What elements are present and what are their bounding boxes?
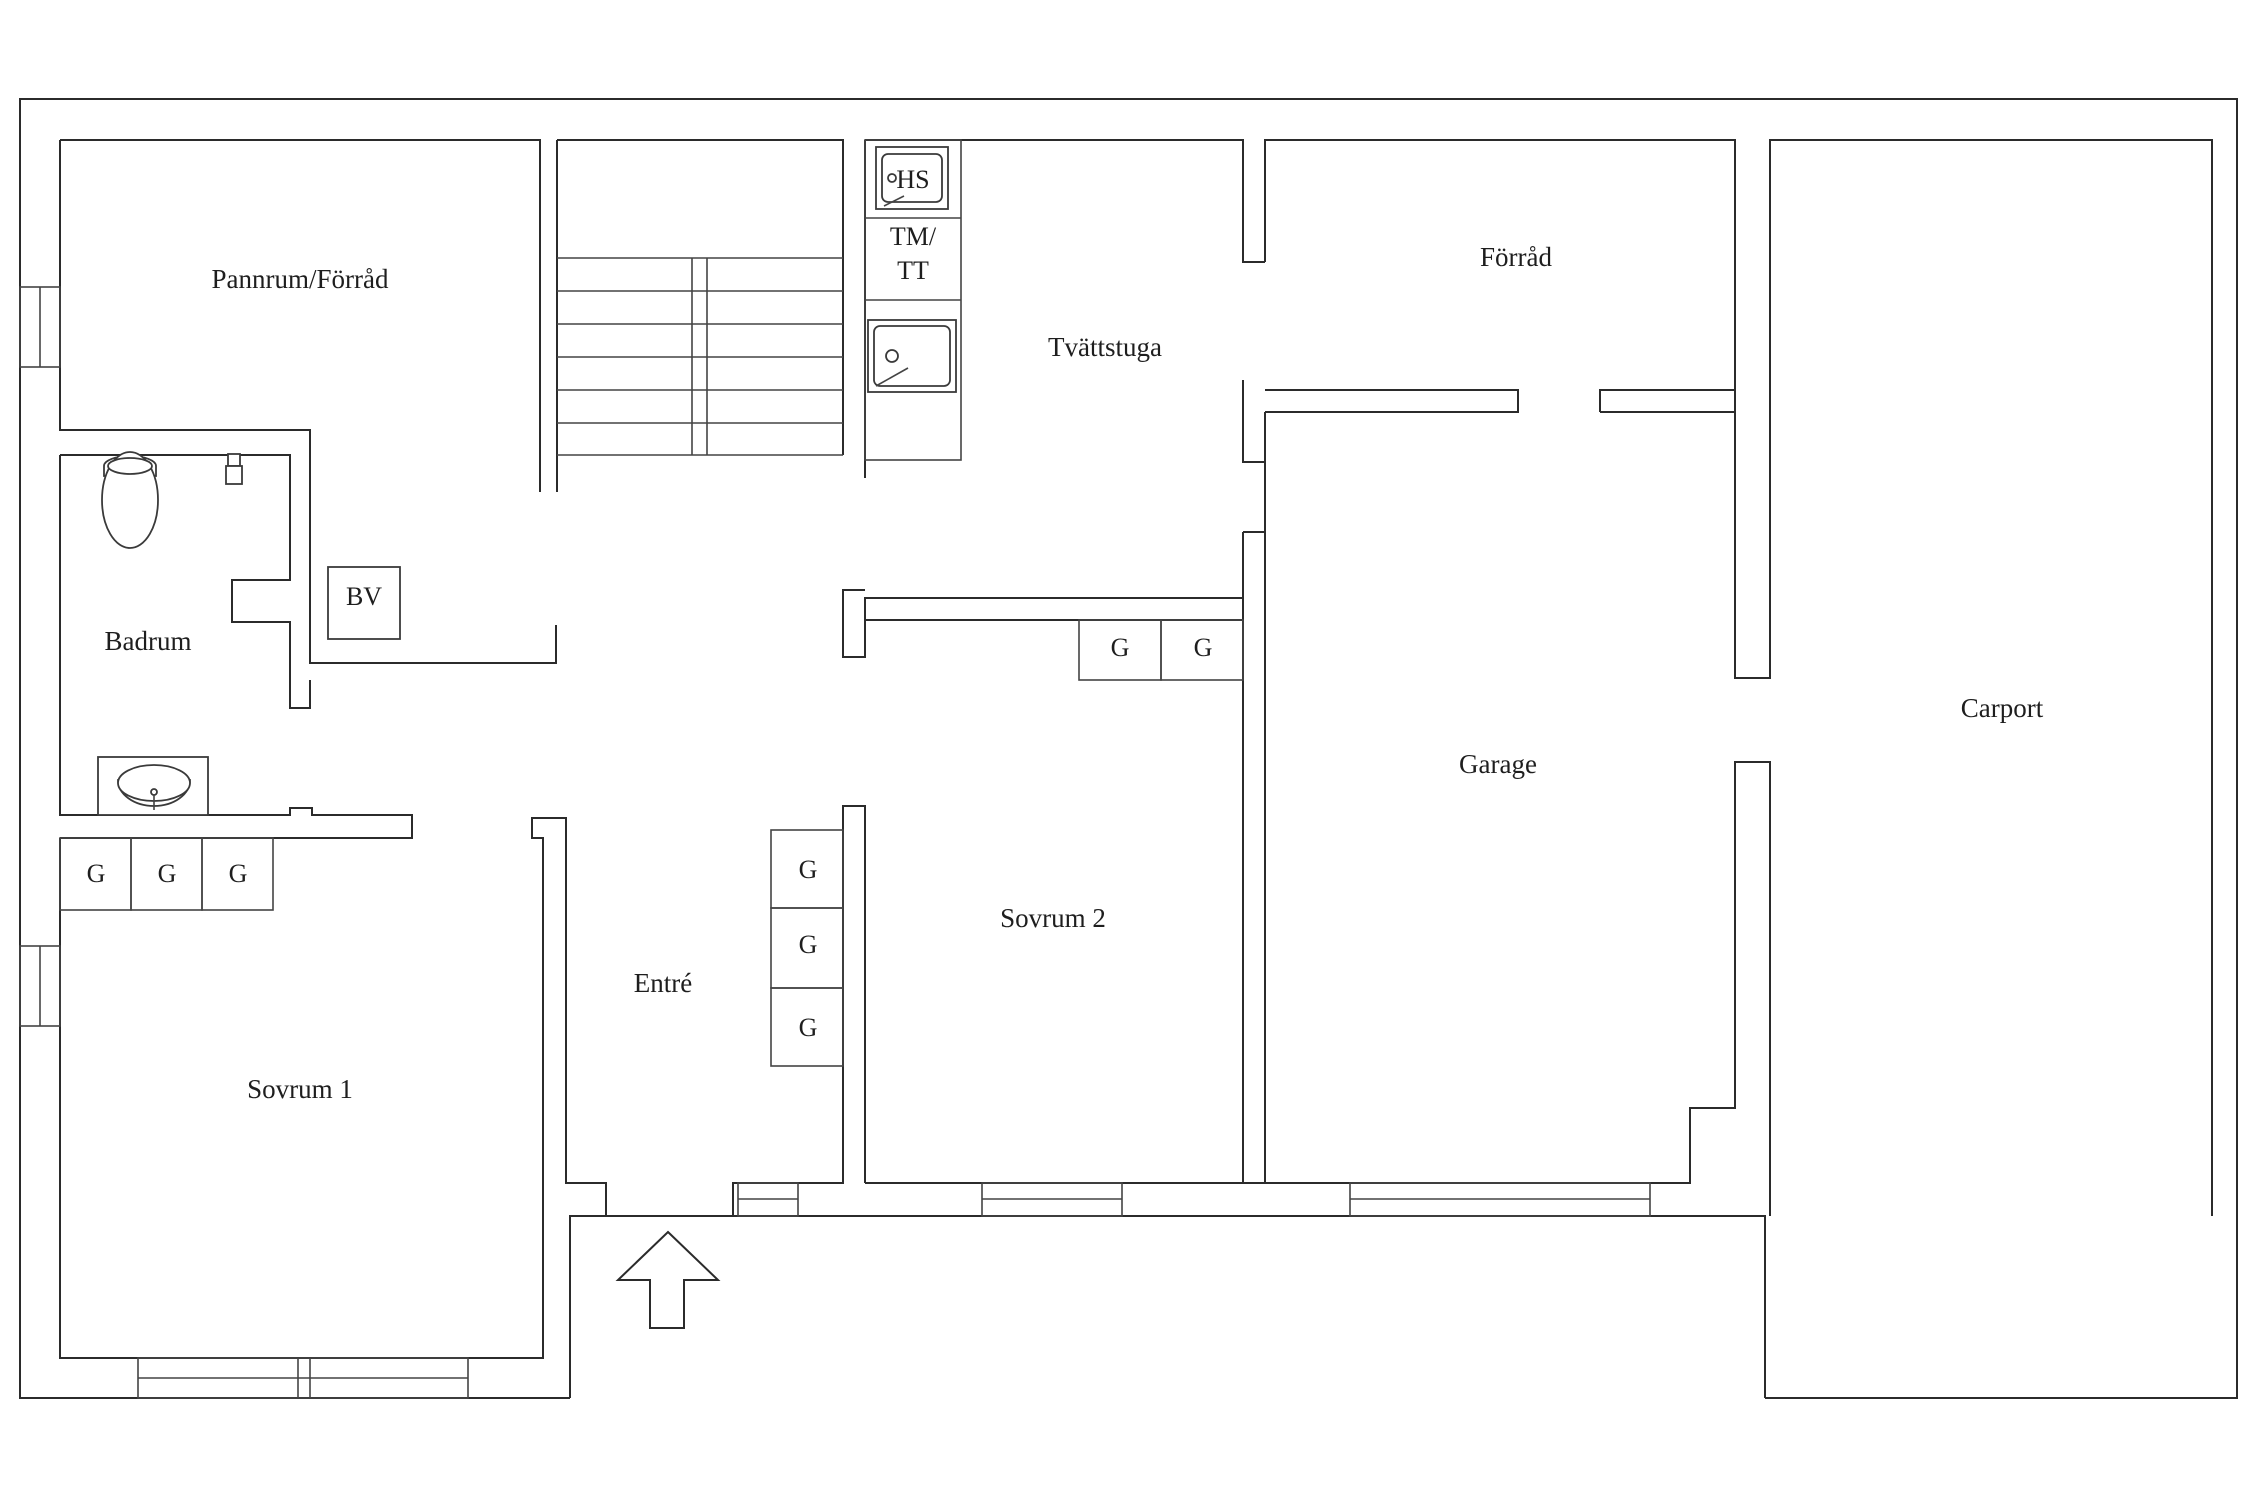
wardrobe-label: G xyxy=(1194,633,1213,662)
outer-wall xyxy=(19,98,2238,1399)
room-forrad-walls xyxy=(1264,139,1736,413)
room-label-sovrum2: Sovrum 2 xyxy=(1000,903,1106,933)
room-label-forrad: Förråd xyxy=(1480,242,1552,272)
entrance-arrow-icon xyxy=(615,1230,721,1329)
room-label-garage: Garage xyxy=(1459,749,1537,779)
laundry-counter xyxy=(864,139,962,461)
wardrobes-entre xyxy=(770,829,844,1067)
sink-icon xyxy=(97,756,209,816)
toilet-icon xyxy=(101,451,159,549)
wardrobes-sovrum2 xyxy=(1078,619,1244,681)
wardrobe-label: G xyxy=(799,930,818,959)
wardrobe-label: G xyxy=(158,859,177,888)
stairs xyxy=(556,139,844,492)
fixture-label-bv: BV xyxy=(346,582,382,611)
wardrobe-label: G xyxy=(87,859,106,888)
fixture-label-hs: HS xyxy=(896,165,929,194)
room-label-entre: Entré xyxy=(634,968,692,998)
wardrobes-sovrum1 xyxy=(59,837,274,911)
room-garage-walls xyxy=(1242,139,2213,1216)
room-pannrum-walls xyxy=(59,139,557,664)
wardrobe-label: G xyxy=(799,1013,818,1042)
room-label-badrum: Badrum xyxy=(105,626,192,656)
room-label-sovrum1: Sovrum 1 xyxy=(247,1074,353,1104)
wardrobe-label: G xyxy=(229,859,248,888)
fixture-label-tm: TM/ xyxy=(890,222,937,251)
laundry-sink-icon xyxy=(867,319,957,393)
fixture-label-tt: TT xyxy=(897,256,929,285)
shower-icon xyxy=(225,453,243,485)
wardrobe-label: G xyxy=(1111,633,1130,662)
room-label-tvattstuga: Tvättstuga xyxy=(1048,332,1162,362)
utility-sink-hs-icon xyxy=(875,146,949,210)
room-label-pannrum: Pannrum/Förråd xyxy=(212,264,389,294)
bv-box xyxy=(327,566,401,640)
windows xyxy=(19,286,1651,1399)
room-label-carport: Carport xyxy=(1961,693,2044,723)
wardrobe-label: G xyxy=(799,855,818,884)
